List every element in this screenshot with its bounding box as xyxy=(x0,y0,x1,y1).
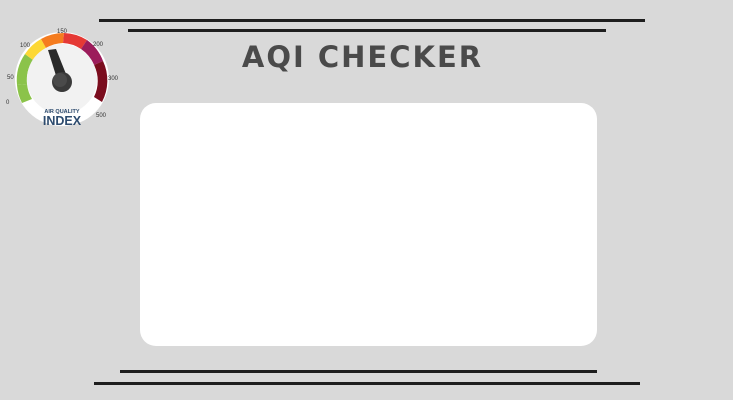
result-card xyxy=(140,103,597,346)
aqi-gauge-icon: 0 50 100 150 200 300 500 AIR QUALITY IND… xyxy=(6,29,119,128)
tick-500: 500 xyxy=(96,113,107,119)
page-title: AQI CHECKER xyxy=(241,40,484,74)
bottom-rule-outer xyxy=(94,382,640,385)
top-rule-outer xyxy=(99,19,645,22)
tick-200: 200 xyxy=(93,42,104,48)
logo-caption-top: AIR QUALITY xyxy=(44,109,79,115)
top-rule-inner xyxy=(128,29,606,32)
bottom-rule-inner xyxy=(120,370,597,373)
tick-0: 0 xyxy=(6,100,10,106)
tick-100: 100 xyxy=(20,43,31,49)
tick-300: 300 xyxy=(108,76,119,82)
aqi-logo: 0 50 100 150 200 300 500 AIR QUALITY IND… xyxy=(4,24,124,130)
tick-50: 50 xyxy=(7,75,14,81)
logo-caption-bottom: INDEX xyxy=(43,114,82,128)
tick-150: 150 xyxy=(57,29,68,35)
